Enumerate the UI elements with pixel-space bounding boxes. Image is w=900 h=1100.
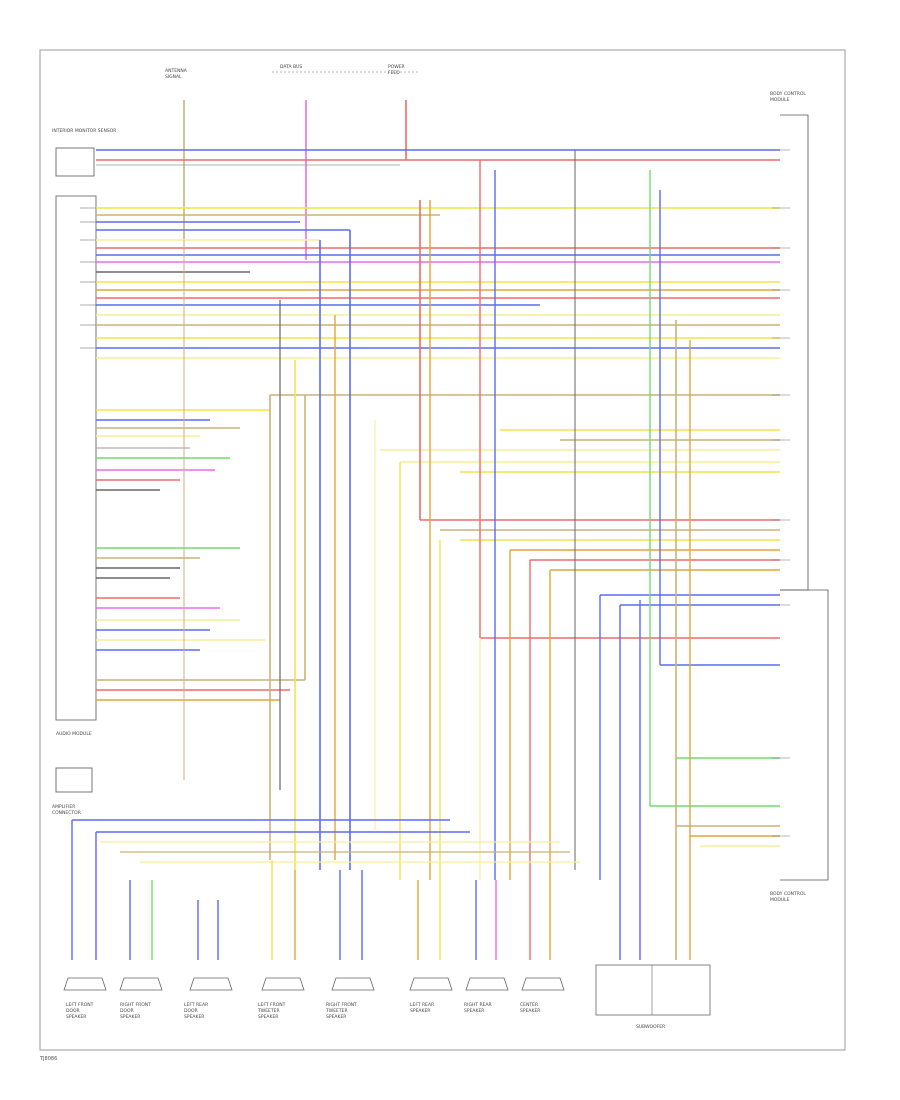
body-module-pins <box>772 149 790 837</box>
subwoofer-label: SUBWOOFER <box>636 1024 665 1030</box>
vertical-trunk-wires <box>183 150 691 960</box>
audio-module-outline <box>55 195 97 721</box>
interior-sensor-box <box>55 147 95 177</box>
audio-module-label: AUDIO MODULE <box>56 731 92 737</box>
body-module-outline-bottom <box>780 589 829 881</box>
top-connector-2-label: DATA BUS <box>280 64 302 70</box>
horizontal-bus-wires <box>96 149 780 847</box>
footer-code: TJ8086 <box>39 1056 57 1062</box>
bottom-cross-wires <box>71 819 580 960</box>
interior-sensor-label: INTERIOR MONITOR SENSOR <box>52 128 116 134</box>
amplifier-connector-box <box>55 767 93 793</box>
audio-module-pins <box>80 207 96 349</box>
body-module-outline-top <box>780 114 809 591</box>
subwoofer-box <box>595 964 711 1016</box>
diagram-border <box>39 49 846 1051</box>
